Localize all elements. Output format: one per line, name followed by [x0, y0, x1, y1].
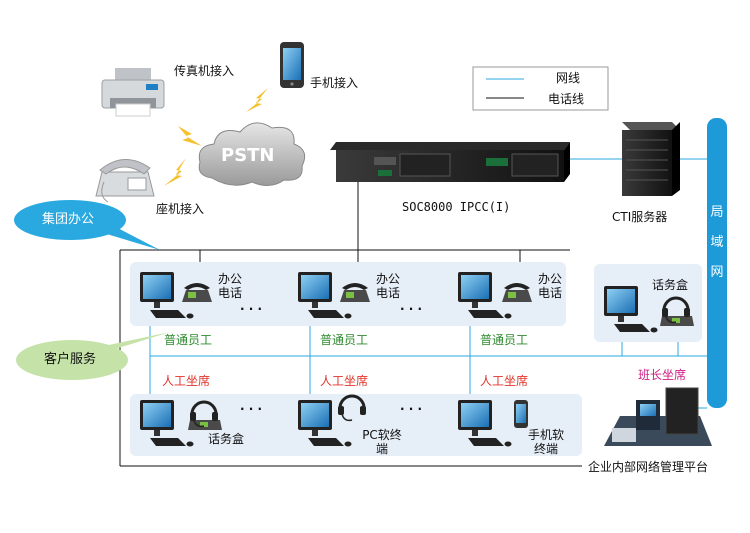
bolt-fax-icon — [178, 126, 202, 146]
agent-ellipsis-1: · · · — [240, 402, 263, 416]
cti-server-icon — [622, 122, 680, 196]
callout-customer-service — [16, 332, 170, 380]
management-platform-label: 企业内部网络管理平台 — [588, 460, 709, 474]
agent-label-1: 人工坐席 — [162, 374, 211, 388]
signal-bolts — [164, 88, 268, 186]
staff-label-1: 普通员工 — [164, 333, 213, 347]
lan-label: 局域网 — [710, 205, 724, 280]
agent-phonebox-label: 话务盒 — [208, 432, 245, 446]
soc8000-device — [330, 142, 570, 182]
legend-box — [472, 66, 609, 111]
landline-input-label: 座机接入 — [156, 202, 205, 216]
agent-ellipsis-2: · · · — [400, 402, 423, 416]
mobile-softphone-label: 手机软终端 — [527, 428, 564, 456]
connections — [119, 158, 707, 467]
agent-label-2: 人工坐席 — [320, 374, 369, 388]
lan-bar — [707, 118, 727, 408]
landline-phone-icon — [95, 159, 155, 203]
office-ellipsis-2: · · · — [400, 302, 423, 316]
bolt-landline-icon — [164, 158, 186, 186]
management-platform-icon — [604, 387, 712, 446]
fax-machine-icon — [101, 68, 165, 117]
customer-service-bubble-label: 客户服务 — [44, 352, 97, 367]
office-phone-label-2: 办公电话 — [376, 272, 401, 300]
pstn-label: PSTN — [221, 145, 275, 166]
device-label: SOC8000 IPCC(I) — [402, 200, 511, 214]
pstn-cloud — [198, 122, 306, 186]
office-phone-label-1: 办公电话 — [218, 272, 243, 300]
callout-group-office — [14, 200, 160, 250]
pc-softphone-label: PC软终端 — [362, 428, 402, 456]
agent-mobile-icon — [514, 400, 528, 428]
group-office-bubble-label: 集团办公 — [42, 212, 95, 227]
mobile-input-label: 手机接入 — [310, 76, 359, 90]
agent-label-3: 人工坐席 — [480, 374, 529, 388]
bolt-mobile-icon — [246, 88, 268, 112]
office-ellipsis-1: · · · — [240, 302, 263, 316]
fax-input-label: 传真机接入 — [174, 64, 235, 78]
supervisor-label: 班长坐席 — [638, 368, 687, 382]
agent-workstations — [140, 394, 528, 447]
cti-server-label: CTI服务器 — [612, 210, 668, 224]
staff-label-2: 普通员工 — [320, 333, 369, 347]
mobile-phone-icon — [280, 42, 304, 88]
legend-phone-label: 电话线 — [548, 92, 585, 106]
legend-network-label: 网线 — [556, 71, 581, 85]
staff-label-3: 普通员工 — [480, 333, 529, 347]
office-phone-label-3: 办公电话 — [538, 272, 563, 300]
supervisor-phonebox-label: 话务盒 — [652, 278, 689, 292]
